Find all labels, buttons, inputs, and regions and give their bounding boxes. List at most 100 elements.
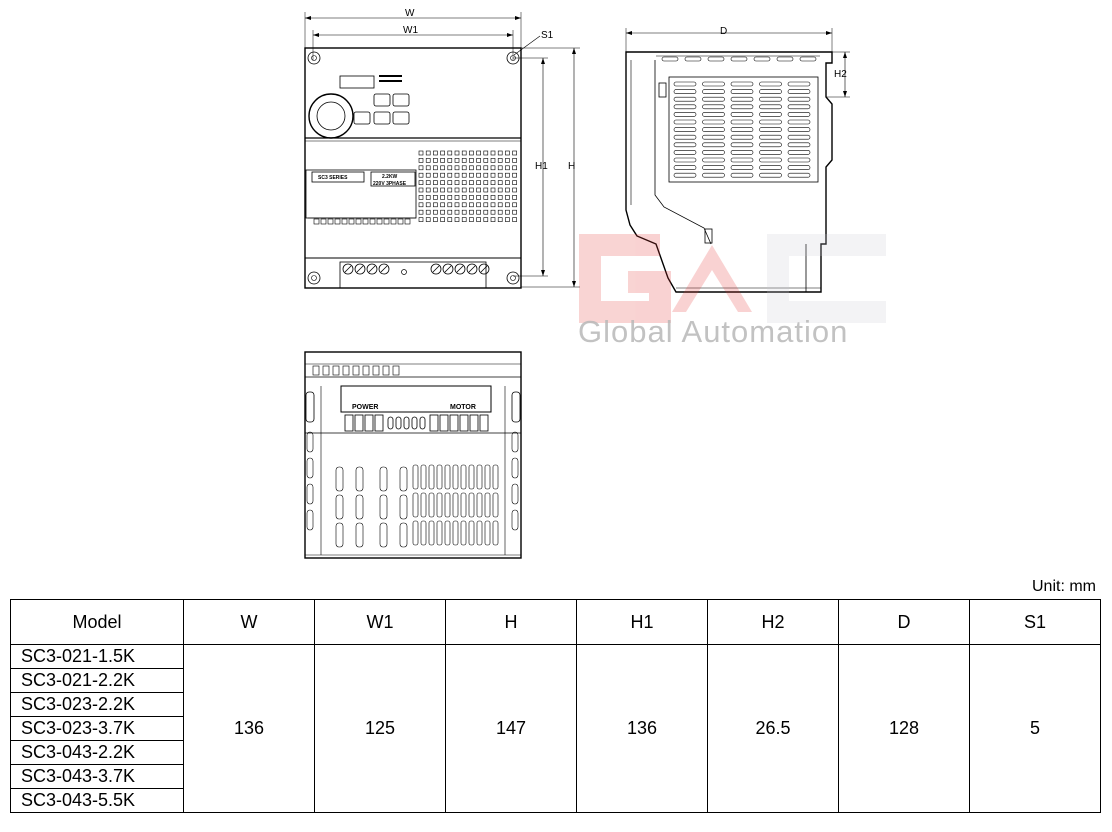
table-row: SC3-023-3.7K <box>10 716 1101 741</box>
watermark-text: Global Automation <box>578 314 848 349</box>
dim-label-h2: H2 <box>834 69 847 80</box>
top-vent <box>352 365 360 376</box>
vent-hole <box>433 172 438 178</box>
vent-hole <box>483 158 489 163</box>
vent-hole <box>433 209 438 215</box>
vent-hole <box>490 195 496 200</box>
vent-slot <box>468 464 475 490</box>
vent-slot <box>759 150 782 155</box>
front-terminal-screws <box>342 263 490 275</box>
value-h2: 26.5 <box>707 644 839 813</box>
vent-hole <box>483 217 489 222</box>
vent-slot <box>673 150 697 155</box>
vent-hole <box>418 209 424 215</box>
vent-slot <box>673 142 697 148</box>
vent-hole <box>512 158 517 163</box>
vent-hole <box>497 150 503 156</box>
vent-slot <box>355 466 364 492</box>
vent-hole <box>505 209 510 215</box>
vent-slot <box>420 464 427 490</box>
terminal-slot <box>469 414 479 432</box>
vent-slot <box>730 142 754 148</box>
vent-hole <box>447 202 453 208</box>
vent-slot <box>787 96 811 102</box>
unit-label: Unit: mm <box>1032 578 1096 595</box>
control-pin <box>341 218 348 225</box>
vent-slot <box>673 104 697 110</box>
header-s1: S1 <box>969 599 1101 645</box>
vent-slot <box>492 492 499 518</box>
vent-hole <box>461 195 467 200</box>
vent-slot <box>759 96 782 102</box>
model-cell: SC3-043-3.7K <box>10 764 184 789</box>
vent-slot <box>412 492 419 518</box>
vent-slot <box>759 89 782 94</box>
vent-slot <box>730 165 754 170</box>
vent-slot <box>787 172 811 178</box>
vent-hole <box>497 158 503 163</box>
vent-slot <box>355 522 364 548</box>
screw-slot <box>444 265 452 273</box>
vent-hole <box>425 202 431 208</box>
table-row: SC3-023-2.2K <box>10 692 1101 717</box>
front-vent-grid <box>418 150 517 222</box>
vent-slot <box>787 119 811 125</box>
table-row: SC3-021-1.5K 136 125 147 136 26.5 128 5 <box>10 644 1101 813</box>
bottom-vent-slots <box>306 365 519 548</box>
vent-slot <box>492 520 499 546</box>
vent-hole <box>454 180 460 185</box>
terminal-screw <box>466 263 478 275</box>
vent-hole <box>476 158 481 163</box>
terminal-slot <box>364 414 374 432</box>
screw-slot <box>432 265 440 273</box>
vent-slot <box>730 104 754 110</box>
vent-slot <box>484 464 491 490</box>
control-pin <box>320 218 327 225</box>
model-cell: SC3-021-1.5K <box>10 644 184 669</box>
vent-slot <box>460 520 467 546</box>
vent-slot <box>673 165 697 170</box>
nameplate-series: SC3 SERIES <box>318 175 348 181</box>
vent-hole <box>440 202 445 208</box>
vent-slot <box>730 134 754 140</box>
vent-slot <box>379 522 388 548</box>
vent-hole <box>425 217 431 222</box>
value-w: 136 <box>183 644 315 813</box>
vent-slot <box>428 520 435 546</box>
screw-slot <box>380 265 388 273</box>
vent-hole <box>483 187 489 193</box>
vent-hole <box>512 187 517 193</box>
vent-slot <box>399 466 408 492</box>
vent-slot <box>468 492 475 518</box>
control-pin <box>383 218 390 225</box>
screw-slot <box>468 265 476 273</box>
vent-hole <box>476 195 481 200</box>
vent-slot <box>673 134 697 140</box>
top-slot <box>799 56 817 62</box>
vent-hole <box>433 165 438 171</box>
nameplate-voltage: 220V 3PHASE <box>373 181 407 187</box>
vent-slot <box>673 81 697 87</box>
vent-hole <box>461 165 467 171</box>
vent-hole <box>447 180 453 185</box>
vent-hole <box>425 165 431 171</box>
vent-slot <box>702 172 725 178</box>
vent-hole <box>425 150 431 156</box>
entry-hole <box>411 416 418 430</box>
vent-hole <box>490 158 496 163</box>
vent-slot <box>412 464 419 490</box>
vent-slot <box>460 464 467 490</box>
vent-hole <box>425 187 431 193</box>
vent-slot <box>476 464 483 490</box>
vent-slot <box>428 492 435 518</box>
vent-hole <box>447 158 453 163</box>
vent-hole <box>505 195 510 200</box>
vent-hole <box>454 158 460 163</box>
dim-label-h1: H1 <box>535 161 548 172</box>
vent-hole <box>440 172 445 178</box>
top-vent <box>392 365 400 376</box>
vent-slot <box>335 522 344 548</box>
vent-slot <box>673 96 697 102</box>
vent-slot <box>787 89 811 94</box>
vent-slot <box>759 157 782 163</box>
